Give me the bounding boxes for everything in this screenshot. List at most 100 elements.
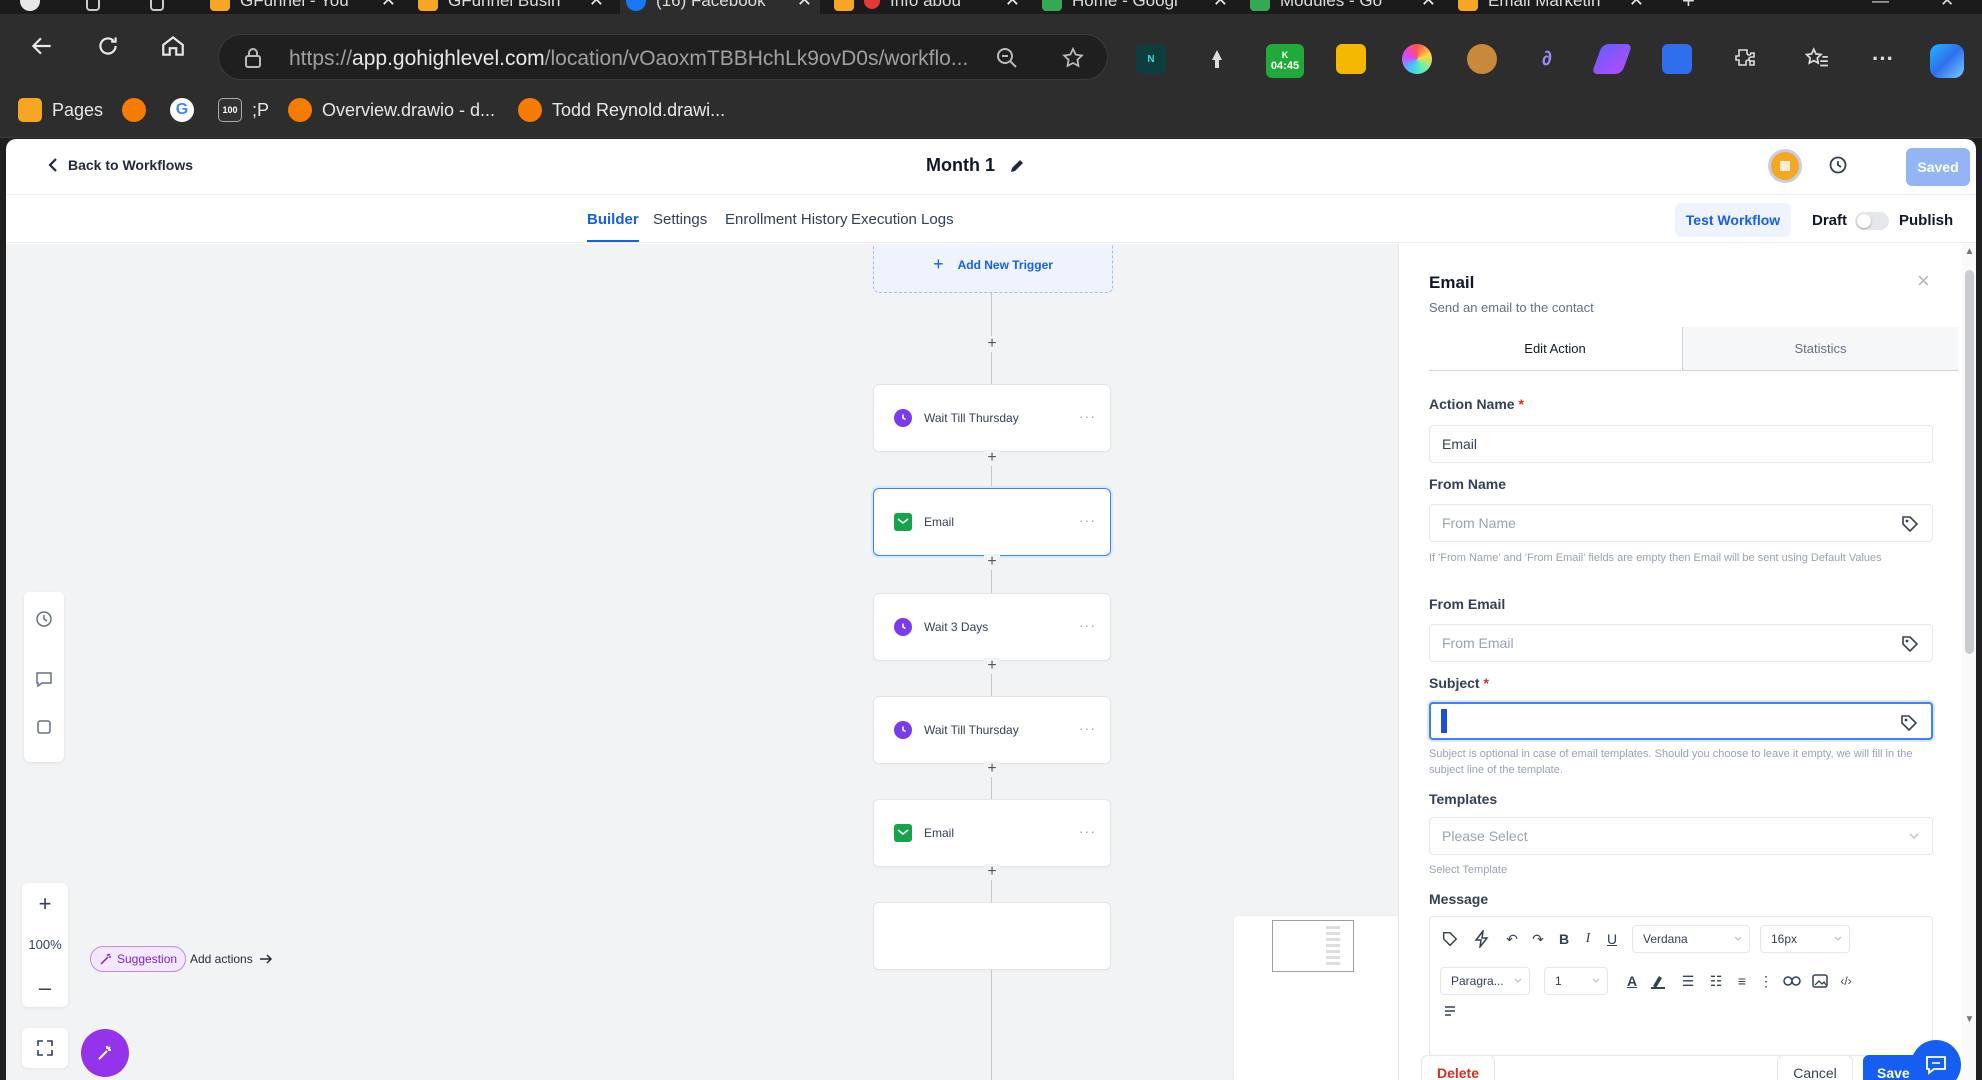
browser-tab[interactable]: GFunnel - You ✕	[204, 0, 404, 14]
node-more-icon[interactable]: ···	[1079, 617, 1096, 633]
image-icon[interactable]	[1810, 971, 1830, 991]
lightning-icon[interactable]	[1472, 929, 1492, 949]
extensions-puzzle-icon[interactable]	[1730, 44, 1760, 74]
suggestion-badge[interactable]: Suggestion	[90, 946, 187, 972]
script-extension-icon[interactable]: ∂	[1542, 47, 1552, 70]
panel-scrollbar-thumb[interactable]	[1965, 270, 1974, 654]
reload-button[interactable]	[90, 28, 126, 64]
favorites-button[interactable]	[1802, 44, 1832, 74]
node-more-icon[interactable]: ···	[1079, 408, 1096, 424]
add-step-plus-icon[interactable]: +	[984, 761, 1000, 777]
bookmark-item[interactable]: G	[170, 98, 204, 122]
canvas-minimap[interactable]	[1234, 916, 1398, 1080]
close-window-button[interactable]: ✕	[1940, 0, 1955, 10]
version-history-button[interactable]	[1828, 155, 1848, 175]
link-icon[interactable]	[1782, 971, 1802, 991]
browser-tab[interactable]: Email Marketin ✕	[1452, 0, 1652, 14]
tab-actions-button[interactable]	[144, 0, 174, 14]
workflow-node-wait[interactable]: Wait Till Thursday ···	[873, 384, 1111, 452]
workspaces-button[interactable]	[80, 0, 110, 14]
minimize-button[interactable]: —	[1872, 0, 1889, 10]
numbered-list-icon[interactable]: ☷	[1709, 972, 1723, 989]
workflow-node-email[interactable]: Email ···	[873, 799, 1111, 867]
brush-extension-icon[interactable]	[1591, 44, 1633, 74]
user-avatar[interactable]	[1768, 149, 1802, 183]
zoom-out-icon[interactable]	[995, 46, 1019, 70]
close-tab-icon[interactable]: ✕	[1420, 0, 1436, 10]
text-color-icon[interactable]: A	[1626, 973, 1638, 989]
bullet-list-icon[interactable]: ☰	[1681, 972, 1695, 989]
history-icon[interactable]	[35, 610, 53, 628]
home-button[interactable]	[155, 28, 191, 64]
pencil-icon[interactable]	[1009, 158, 1025, 174]
redo-icon[interactable]: ↷	[1532, 930, 1544, 947]
test-workflow-button[interactable]: Test Workflow	[1675, 203, 1791, 237]
bookmark-item[interactable]: Todd Reynold.drawi...	[518, 98, 725, 122]
tag-extension-icon[interactable]	[1662, 44, 1692, 74]
tag-icon[interactable]	[1900, 514, 1920, 534]
bookmark-item[interactable]: Pages	[18, 98, 103, 122]
browser-tab[interactable]: Info abou ✕	[828, 0, 1028, 14]
workflow-canvas[interactable]: + Add New Trigger + Wait Till Thursday ·…	[6, 244, 1398, 1080]
block-format-select[interactable]: Paragra...	[1440, 967, 1530, 995]
code-view-icon[interactable]: ‹/›	[1840, 974, 1852, 988]
node-more-icon[interactable]: ···	[1079, 512, 1096, 528]
browser-tab[interactable]: Home - Googl ✕	[1036, 0, 1236, 14]
workflow-node-wait[interactable]: Wait Till Thursday ···	[873, 696, 1111, 764]
saved-button[interactable]: Saved	[1906, 148, 1970, 186]
copilot-icon[interactable]	[1930, 44, 1964, 78]
align-icon[interactable]: ≡	[1737, 973, 1747, 989]
close-tab-icon[interactable]: ✕	[380, 0, 396, 10]
note-icon[interactable]	[35, 718, 53, 736]
undo-icon[interactable]: ↶	[1506, 930, 1518, 947]
add-step-plus-icon[interactable]: +	[984, 450, 1000, 466]
close-tab-icon[interactable]: ✕	[1212, 0, 1228, 10]
tag-icon[interactable]	[1900, 634, 1920, 654]
tab-execution-logs[interactable]: Execution Logs	[851, 210, 954, 228]
more-vertical-icon[interactable]: ⋮	[1759, 972, 1773, 989]
clear-format-icon[interactable]	[1440, 1001, 1460, 1021]
close-tab-icon[interactable]: ✕	[588, 0, 604, 10]
add-step-plus-icon[interactable]: +	[984, 658, 1000, 674]
new-tab-button[interactable]: +	[1682, 0, 1695, 13]
action-name-input[interactable]: Email	[1429, 425, 1933, 463]
comment-icon[interactable]	[35, 670, 53, 688]
close-icon[interactable]: ×	[1917, 268, 1930, 293]
url-field[interactable]: https://app.gohighlevel.com/location/vOa…	[218, 34, 1108, 80]
subject-input[interactable]: t	[1429, 702, 1933, 740]
tab-builder[interactable]: Builder	[587, 195, 639, 243]
minimap-viewport[interactable]	[1272, 920, 1354, 972]
tab-edit-action[interactable]: Edit Action	[1429, 327, 1681, 371]
templates-select[interactable]: Please Select	[1429, 817, 1933, 855]
gfunnel-extension-icon[interactable]	[1336, 44, 1366, 74]
workflow-title[interactable]: Month 1	[926, 155, 1025, 176]
cancel-button[interactable]: Cancel	[1777, 1055, 1853, 1080]
font-family-select[interactable]: Verdana	[1632, 925, 1750, 953]
browser-tab[interactable]: Modules - Go ✕	[1244, 0, 1444, 14]
delete-button[interactable]: Delete	[1421, 1055, 1495, 1080]
highlight-icon[interactable]	[1648, 971, 1668, 991]
profile-avatar[interactable]	[14, 0, 54, 14]
zoom-in-button[interactable]: +	[38, 891, 52, 916]
ink-extension-icon[interactable]	[1202, 44, 1232, 74]
message-editor[interactable]: ↶ ↷ B I U Verdana 16px Paragra... 1 A	[1429, 916, 1933, 1056]
tab-enrollment-history[interactable]: Enrollment History	[725, 210, 848, 228]
bookmark-item[interactable]	[122, 98, 156, 122]
from-name-input[interactable]: From Name	[1429, 504, 1933, 542]
node-more-icon[interactable]: ···	[1079, 720, 1096, 736]
bookmark-item[interactable]: Overview.drawio - d...	[288, 98, 495, 122]
close-tab-icon[interactable]: ✕	[1004, 0, 1020, 10]
chat-support-button[interactable]	[1911, 1040, 1961, 1080]
tag-icon[interactable]	[1440, 929, 1460, 949]
ai-assistant-button[interactable]	[81, 1029, 129, 1077]
more-menu-icon[interactable]: ···	[1872, 46, 1894, 71]
workflow-node-partial[interactable]	[873, 902, 1111, 970]
browser-tab[interactable]: (16) Facebook ✕	[620, 0, 820, 14]
from-email-input[interactable]: From Email	[1429, 624, 1933, 662]
add-step-plus-icon[interactable]: +	[984, 336, 1000, 352]
workflow-node-wait[interactable]: Wait 3 Days ···	[873, 593, 1111, 661]
bookmark-item[interactable]: 100 ;P	[218, 98, 269, 122]
close-tab-icon[interactable]: ✕	[796, 0, 812, 10]
tab-settings[interactable]: Settings	[653, 210, 708, 228]
